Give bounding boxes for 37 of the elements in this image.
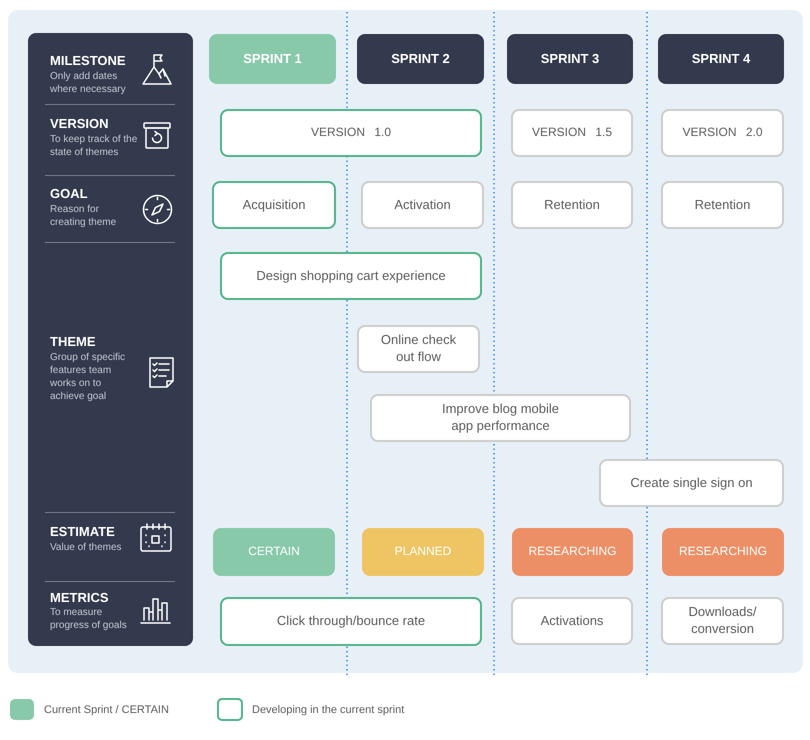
row-header-panel: [28, 33, 193, 646]
goal-card: Activation: [361, 181, 484, 229]
goal-card: Retention: [661, 181, 784, 229]
theme-card: Improve blog mobile app performance: [370, 394, 631, 442]
row-heading: THEME: [50, 334, 96, 349]
row-description: Reason for creating theme: [50, 203, 118, 229]
legend-label: Current Sprint / CERTAIN: [44, 702, 169, 716]
legend-label: Developing in the current sprint: [252, 702, 404, 716]
row-heading: ESTIMATE: [50, 524, 115, 539]
estimate-tag: CERTAIN: [213, 528, 335, 576]
row-description: Value of themes: [50, 541, 123, 554]
row-heading: VERSION: [50, 116, 109, 131]
sprint-header: SPRINT 2: [357, 34, 484, 84]
theme-card: Design shopping cart experience: [220, 252, 482, 300]
version-card: VERSION 2.0: [661, 109, 784, 157]
row-description: Only add dates where necessary: [50, 70, 127, 96]
row-heading: MILESTONE: [50, 53, 126, 68]
goal-card: Acquisition: [212, 181, 336, 229]
metric-card: Activations: [511, 597, 633, 645]
sprint-header: SPRINT 3: [507, 34, 633, 84]
sprint-header: SPRINT 1: [209, 34, 336, 84]
version-card: VERSION 1.5: [511, 109, 633, 157]
theme-card: Create single sign on: [599, 459, 784, 507]
row-description: Group of specific features team works on to achieve goal: [50, 351, 126, 403]
estimate-tag: RESEARCHING: [512, 528, 633, 576]
sprint-header: SPRINT 4: [658, 34, 784, 84]
row-description: To measure progress of goals: [50, 606, 128, 632]
estimate-tag: PLANNED: [362, 528, 484, 576]
goal-card: Retention: [511, 181, 633, 229]
metric-card: Click through/bounce rate: [220, 597, 482, 646]
theme-card: Online check out flow: [357, 325, 480, 373]
metric-card: Downloads/ conversion: [661, 597, 784, 645]
row-heading: METRICS: [50, 590, 108, 605]
estimate-tag: RESEARCHING: [662, 528, 784, 576]
row-description: To keep track of the state of themes: [50, 133, 138, 159]
row-heading: GOAL: [50, 186, 88, 201]
version-card: VERSION 1.0: [220, 109, 482, 157]
